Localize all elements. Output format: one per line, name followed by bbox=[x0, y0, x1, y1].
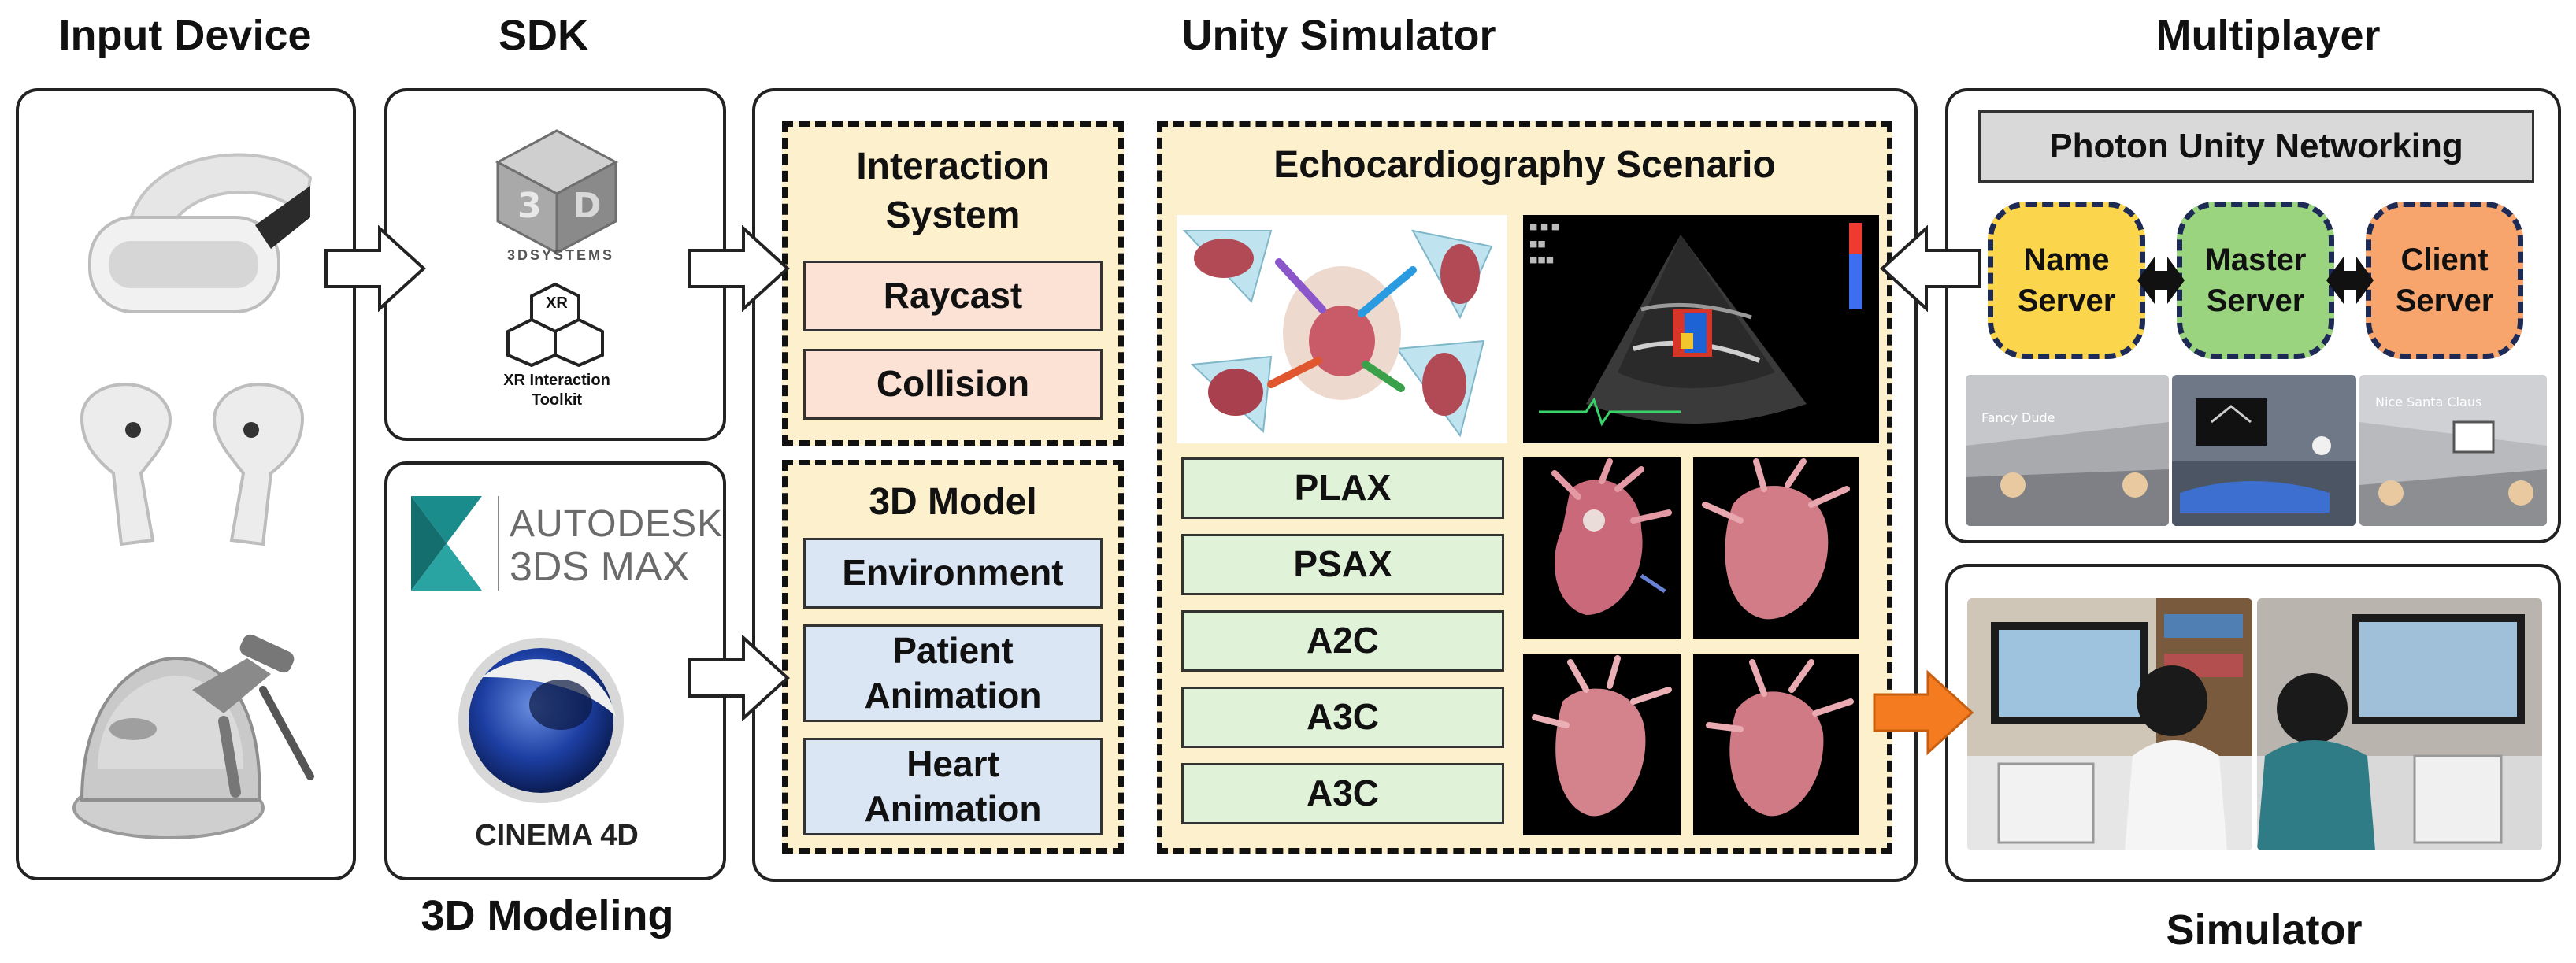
xr-badge: XR bbox=[546, 294, 568, 312]
avatar-label-fancy-dude: Fancy Dude bbox=[1981, 410, 2055, 425]
heart-render-2 bbox=[1693, 457, 1859, 639]
view-a2c-box: A2C bbox=[1181, 610, 1504, 672]
svg-text:■ ■ ■: ■ ■ ■ bbox=[1529, 221, 1559, 231]
xr-toolkit-label-line1: XR Interaction bbox=[503, 372, 610, 389]
patient-animation-line2: Animation bbox=[864, 675, 1042, 716]
heart-animation-line1: Heart bbox=[906, 743, 999, 784]
xr-toolkit-label: XR Interaction Toolkit bbox=[466, 371, 647, 410]
cinema-4d-logo-icon bbox=[458, 638, 624, 803]
sdk-heading: SDK bbox=[498, 12, 588, 59]
ultrasound-image: ■ ■ ■ ■■ ■■■ bbox=[1523, 215, 1879, 443]
input-device-panel bbox=[16, 88, 356, 880]
master-server-line1: Master bbox=[2204, 243, 2307, 277]
arrow-multiplayer-to-unity-icon bbox=[1880, 225, 1981, 312]
vr-headset-icon bbox=[88, 153, 313, 313]
master-server-node: Master Server bbox=[2177, 202, 2334, 359]
3d-model-title: 3D Model bbox=[869, 481, 1037, 523]
interaction-system-title-line2: System bbox=[885, 194, 1021, 237]
3ds-max-logo-icon bbox=[411, 496, 482, 591]
multiplayer-heading: Multiplayer bbox=[2155, 12, 2381, 59]
environment-box: Environment bbox=[803, 538, 1103, 609]
xr-toolkit-cubes-icon bbox=[506, 282, 604, 367]
cinema-4d-wordmark: CINEMA 4D bbox=[475, 819, 639, 852]
avatar-label-santa: Nice Santa Claus bbox=[2375, 394, 2481, 409]
view-plax-box: PLAX bbox=[1181, 457, 1504, 519]
multiplayer-screenshot-3: Nice Santa Claus bbox=[2359, 375, 2547, 526]
view-a3c-box-2: A3C bbox=[1181, 763, 1504, 824]
environment-box-label: Environment bbox=[842, 552, 1064, 594]
avatar-scene-1: Fancy Dude bbox=[1966, 375, 2169, 526]
autodesk-divider bbox=[498, 496, 499, 591]
echo-views-diagram bbox=[1177, 215, 1507, 443]
client-server-line1: Client bbox=[2400, 243, 2489, 277]
svg-text:■■■: ■■■ bbox=[1529, 254, 1554, 265]
arrow-sdk-to-unity-icon bbox=[688, 225, 790, 312]
avatar-scene-3: Nice Santa Claus bbox=[2359, 375, 2547, 526]
unity-simulator-panel: Interaction System Raycast Collision 3D … bbox=[752, 88, 1918, 882]
name-server-node: Name Server bbox=[1988, 202, 2145, 359]
name-server-line1: Name bbox=[2023, 243, 2110, 277]
simulator-photo-1 bbox=[1967, 598, 2252, 850]
avatar-scene-2 bbox=[2172, 375, 2356, 526]
patient-animation-box: Patient Animation bbox=[803, 624, 1103, 722]
heart-render-4 bbox=[1693, 654, 1859, 835]
arrow-modeling-to-unity-icon bbox=[688, 635, 790, 721]
3d-model-group: 3D Model Environment Patient Animation H… bbox=[782, 460, 1124, 854]
heart-animation-box: Heart Animation bbox=[803, 738, 1103, 835]
3d-systems-cube-icon: 3 D bbox=[495, 129, 619, 255]
raycast-box: Raycast bbox=[803, 261, 1103, 331]
unity-simulator-heading: Unity Simulator bbox=[1181, 12, 1496, 59]
3d-modeling-panel: AUTODESK 3DS MAX CINEMA 4D bbox=[384, 461, 726, 880]
view-a3c-box: A3C bbox=[1181, 687, 1504, 748]
interaction-system-title-line1: Interaction bbox=[856, 146, 1050, 187]
double-arrow-icon-1 bbox=[2137, 257, 2185, 304]
view-psax-box: PSAX bbox=[1181, 534, 1504, 595]
multiplayer-screenshot-1: Fancy Dude bbox=[1966, 375, 2169, 526]
vr-controllers-icon bbox=[80, 383, 305, 546]
simulator-photo-2 bbox=[2257, 598, 2542, 850]
arrow-input-to-sdk-icon bbox=[324, 225, 426, 312]
double-arrow-icon-2 bbox=[2326, 257, 2374, 304]
heart-render-3 bbox=[1523, 654, 1681, 835]
simulator-photo-1-scene bbox=[1967, 598, 2252, 850]
photon-networking-box: Photon Unity Networking bbox=[1978, 110, 2534, 183]
master-server-line2: Server bbox=[2206, 283, 2305, 318]
autodesk-wordmark: AUTODESK bbox=[510, 503, 724, 545]
collision-box: Collision bbox=[803, 349, 1103, 420]
heart-render-1 bbox=[1523, 457, 1681, 639]
echo-scenario-group: Echocardiography Scenario bbox=[1157, 121, 1892, 854]
svg-text:3: 3 bbox=[517, 186, 542, 226]
sdk-panel: 3 D 3DSYSTEMS XR XR Interaction Toolkit bbox=[384, 88, 726, 441]
multiplayer-panel: Photon Unity Networking Name Server Mast… bbox=[1945, 88, 2561, 543]
3ds-max-wordmark: 3DS MAX bbox=[510, 544, 690, 590]
echo-scenario-title: Echocardiography Scenario bbox=[1273, 144, 1776, 186]
input-device-heading: Input Device bbox=[58, 12, 312, 59]
client-server-line2: Server bbox=[2395, 283, 2494, 318]
simulator-photo-2-scene bbox=[2257, 598, 2542, 850]
simulator-panel bbox=[1945, 564, 2561, 882]
svg-text:■■: ■■ bbox=[1529, 239, 1546, 249]
xr-toolkit-label-line2: Toolkit bbox=[531, 391, 583, 409]
svg-text:D: D bbox=[573, 186, 602, 226]
3d-modeling-heading: 3D Modeling bbox=[421, 892, 674, 939]
multiplayer-screenshot-2 bbox=[2172, 375, 2356, 526]
simulator-heading: Simulator bbox=[2166, 906, 2363, 954]
heart-animation-line2: Animation bbox=[864, 788, 1042, 829]
interaction-system-group: Interaction System Raycast Collision bbox=[782, 121, 1124, 446]
arrow-unity-to-simulator-icon bbox=[1873, 669, 1974, 756]
3d-systems-wordmark: 3DSYSTEMS bbox=[506, 247, 615, 263]
haptic-device-icon bbox=[72, 634, 314, 839]
interaction-system-title: Interaction System bbox=[788, 143, 1118, 241]
patient-animation-line1: Patient bbox=[892, 629, 1014, 671]
client-server-node: Client Server bbox=[2366, 202, 2523, 359]
name-server-line2: Server bbox=[2017, 283, 2116, 318]
